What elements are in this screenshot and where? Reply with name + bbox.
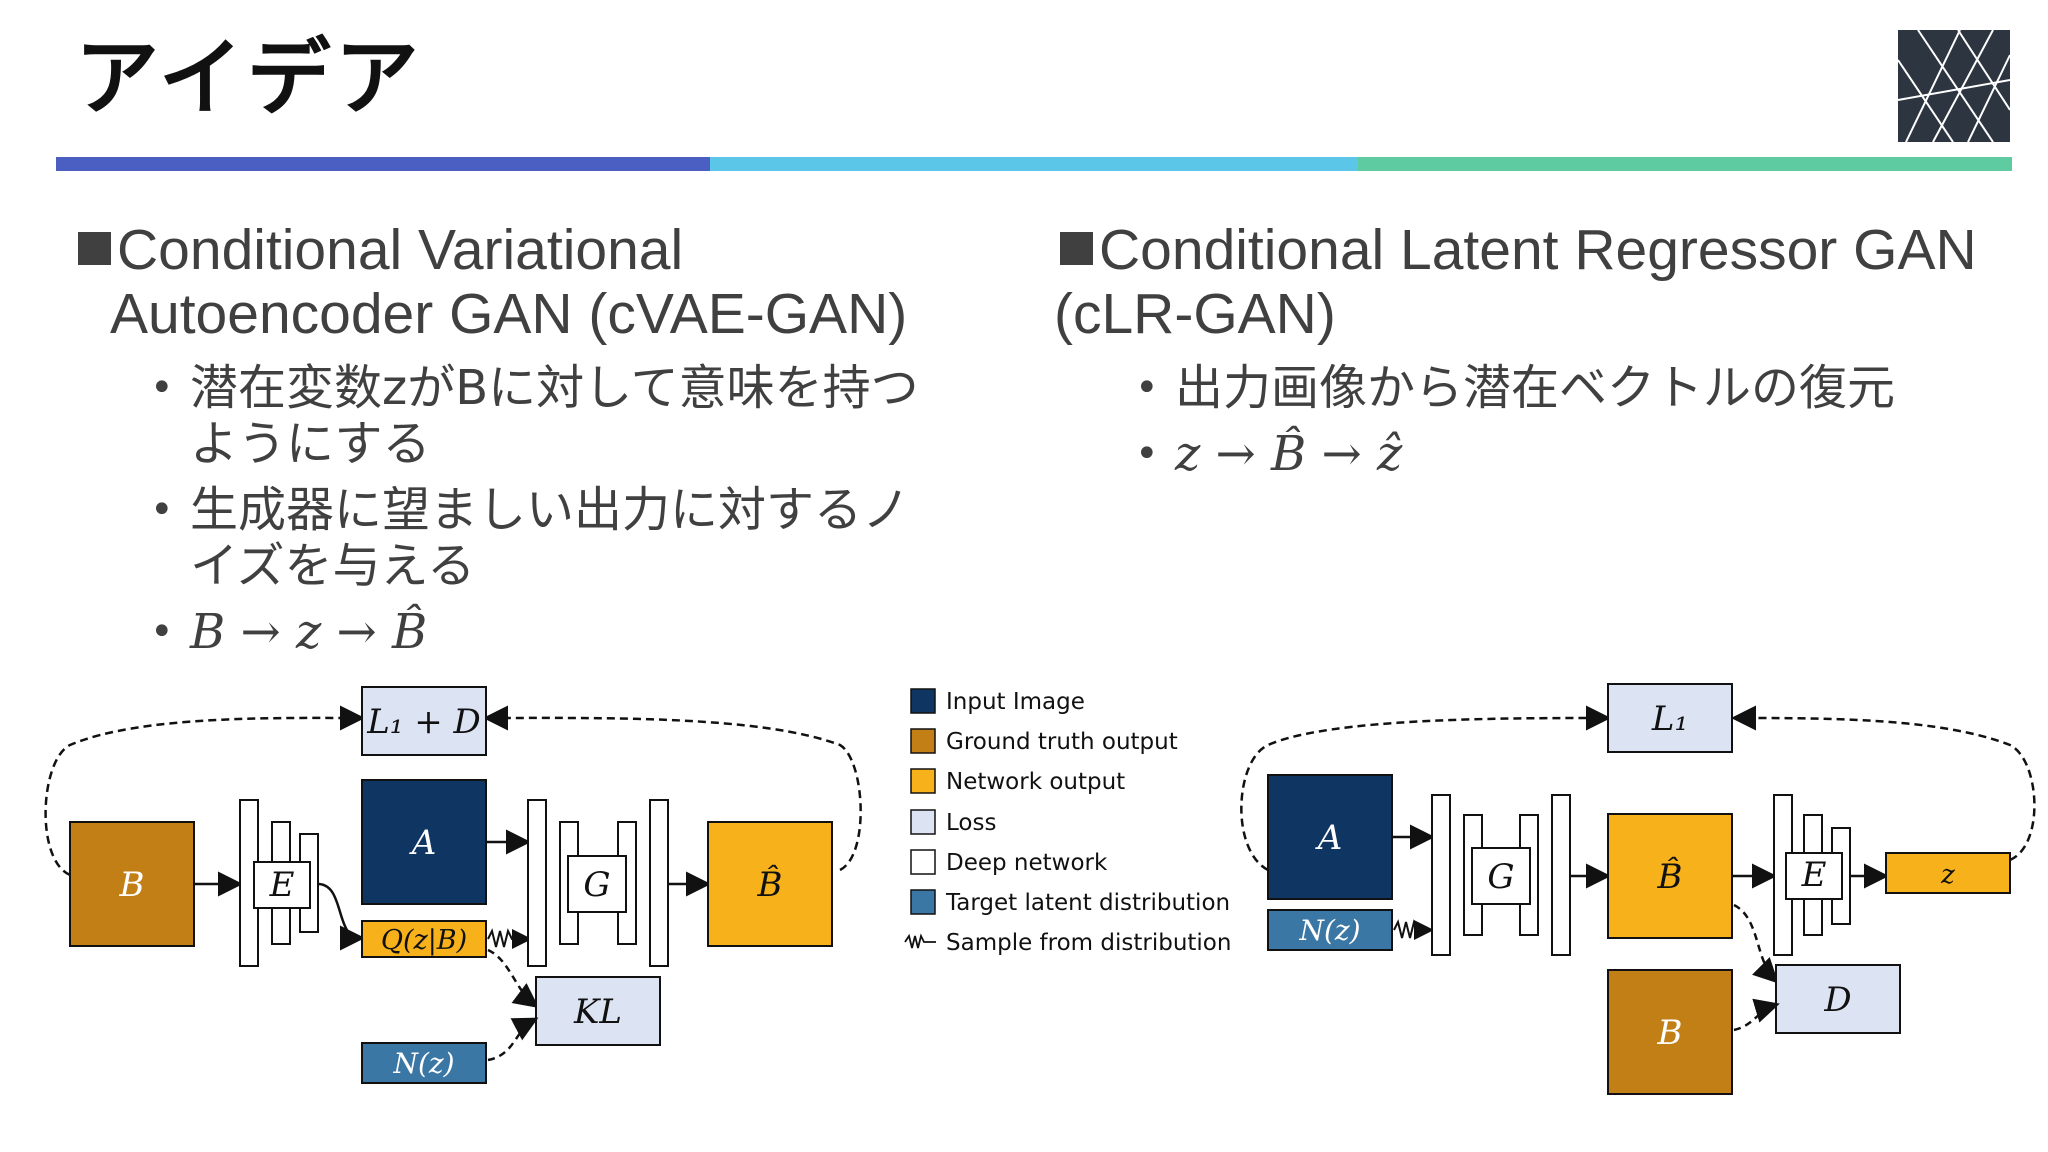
left-heading: Conditional Variational Autoencoder GAN … bbox=[78, 218, 998, 346]
legend-deep-network: Deep network bbox=[946, 850, 1108, 876]
list-item: 出力画像から潜在ベクトルの復元 bbox=[1135, 360, 2015, 416]
right-heading-line1: Conditional Latent Regressor GAN bbox=[1099, 218, 1977, 282]
legend-target-latent: Target latent distribution bbox=[945, 890, 1230, 916]
loss-l1-d-label: L₁ + D bbox=[366, 702, 481, 742]
list-item: z → B̂ → ẑ bbox=[1135, 426, 2015, 482]
input-a-label: A bbox=[1315, 818, 1343, 858]
output-bhat-label: B̂ bbox=[757, 864, 783, 905]
generator-g-label: G bbox=[583, 865, 610, 905]
input-a-label: A bbox=[409, 823, 437, 863]
latent-z-label: z bbox=[1940, 860, 1955, 890]
legend-sample: Sample from distribution bbox=[946, 930, 1231, 956]
legend-ground-truth: Ground truth output bbox=[946, 729, 1178, 755]
square-bullet-icon bbox=[1060, 232, 1093, 265]
accent-bar-cyan bbox=[710, 157, 1358, 171]
generator-g-label: G bbox=[1487, 857, 1514, 897]
legend-loss: Loss bbox=[946, 810, 996, 836]
legend-network-output: Network output bbox=[946, 769, 1125, 795]
encoder-e-label: E bbox=[269, 865, 295, 905]
input-b-label: B bbox=[1657, 1013, 1683, 1053]
kl-loss-label: KL bbox=[573, 992, 622, 1032]
left-heading-line1: Conditional Variational bbox=[117, 218, 684, 282]
left-math-formula: B → z → B̂ bbox=[190, 604, 428, 660]
clr-gan-diagram: L₁ A N(z) G B̂ E z D B bbox=[1240, 683, 2036, 1095]
right-heading-line2: (cLR-GAN) bbox=[1054, 282, 1336, 346]
diagram-legend: Input Image Ground truth output Network … bbox=[904, 688, 1231, 956]
encoder-e-label: E bbox=[1801, 855, 1827, 895]
n-dist-label: N(z) bbox=[1298, 914, 1360, 947]
geometric-lattice-logo-icon bbox=[1898, 30, 2010, 142]
architecture-diagram: L₁ + D B E A Q(z|B) G B̂ KL N(z) bbox=[44, 683, 2036, 1095]
sample-wave-icon bbox=[904, 933, 936, 949]
list-item: B → z → B̂ bbox=[150, 604, 980, 660]
slide-title: アイデア bbox=[75, 29, 423, 127]
accent-bar-green bbox=[1358, 157, 2012, 171]
right-math-formula: z → B̂ → ẑ bbox=[1175, 426, 1403, 482]
right-heading: Conditional Latent Regressor GAN (cLR-GA… bbox=[1054, 218, 2045, 346]
accent-bar-blue bbox=[56, 157, 710, 171]
right-bullet-list: 出力画像から潜在ベクトルの復元 z → B̂ → ẑ bbox=[1135, 360, 2015, 492]
legend-input-image: Input Image bbox=[946, 689, 1085, 715]
q-dist-label: Q(z|B) bbox=[381, 925, 467, 956]
n-dist-label: N(z) bbox=[392, 1047, 454, 1080]
square-bullet-icon bbox=[78, 232, 111, 265]
output-bhat-label: B̂ bbox=[1657, 856, 1683, 897]
input-b-label: B bbox=[119, 865, 145, 905]
discriminator-d-label: D bbox=[1823, 980, 1851, 1020]
left-heading-line2: Autoencoder GAN (cVAE-GAN) bbox=[110, 282, 908, 346]
loss-l1-label: L₁ bbox=[1651, 699, 1688, 739]
cvae-gan-diagram: L₁ + D B E A Q(z|B) G B̂ KL N(z) bbox=[44, 686, 862, 1084]
